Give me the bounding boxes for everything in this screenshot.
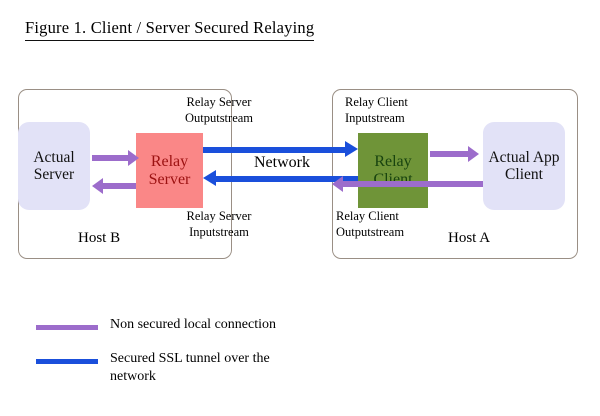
caption-relay-server-outputstream-line1: Relay Server <box>186 95 252 109</box>
legend-swatch-ssl-tunnel <box>36 359 98 364</box>
legend-label-local-connection: Non secured local connection <box>110 317 276 332</box>
caption-relay-server-inputstream: Relay Server Inputstream <box>168 209 270 240</box>
node-actual-app-client-line2: Client <box>505 166 543 183</box>
caption-relay-client-inputstream: Relay Client Inputstream <box>345 95 465 126</box>
caption-relay-client-inputstream-line1: Relay Client <box>345 95 408 109</box>
caption-relay-client-outputstream: Relay Client Outputstream <box>336 209 461 240</box>
node-relay-server-line2: Server <box>148 170 191 188</box>
node-actual-server-line2: Server <box>33 166 75 183</box>
caption-relay-client-inputstream-line2: Inputstream <box>345 110 405 125</box>
node-actual-app-client: Actual App Client <box>483 122 565 210</box>
node-relay-server: Relay Server <box>136 133 203 208</box>
node-relay-client-line1: Relay <box>374 152 412 170</box>
page-title: Figure 1. Client / Server Secured Relayi… <box>25 18 315 41</box>
node-relay-client: Relay Client <box>358 133 428 208</box>
node-actual-server: Actual Server <box>18 122 90 210</box>
caption-relay-server-inputstream-line2: Inputstream <box>189 224 249 239</box>
legend-swatch-local-connection <box>36 325 98 330</box>
host-b-label: Host B <box>78 230 121 246</box>
node-actual-server-line1: Actual <box>33 148 75 166</box>
caption-relay-server-outputstream-line2: Outputstream <box>184 110 254 125</box>
legend-label-ssl-tunnel-line2: network <box>110 369 156 385</box>
host-a-label: Host A <box>448 230 491 246</box>
caption-relay-server-outputstream: Relay Server Outputstream <box>168 95 270 126</box>
host-a-container <box>332 89 578 259</box>
node-relay-server-line1: Relay <box>150 152 189 170</box>
network-label: Network <box>254 154 310 171</box>
caption-relay-client-outputstream-line2: Outputstream <box>336 224 405 239</box>
caption-relay-server-inputstream-line1: Relay Server <box>186 209 252 223</box>
node-actual-app-client-line1: Actual App <box>488 148 560 166</box>
caption-relay-client-outputstream-line1: Relay Client <box>336 209 399 223</box>
legend-label-ssl-tunnel: Secured SSL tunnel over the network <box>110 350 335 387</box>
legend-label-ssl-tunnel-line1: Secured SSL tunnel over the <box>110 351 270 366</box>
